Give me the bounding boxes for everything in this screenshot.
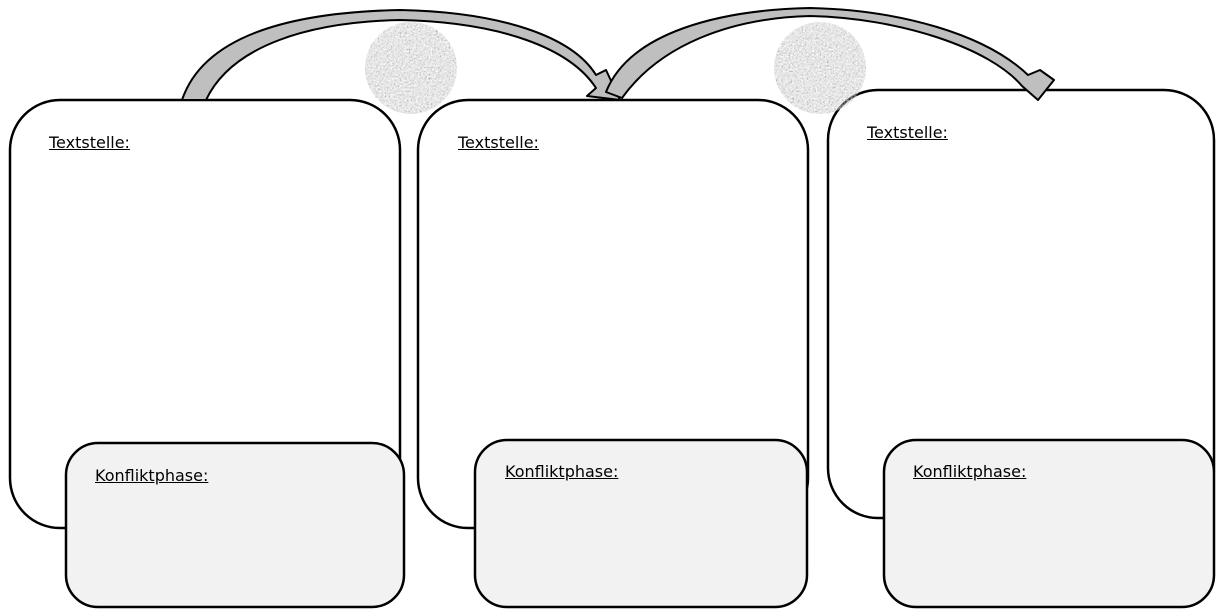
curved-arrow-1-to-2 bbox=[181, 9, 621, 101]
text-passage-label-2: Textstelle: bbox=[458, 133, 539, 152]
weed-ball-image-2 bbox=[774, 22, 866, 114]
conflict-phase-label-1: Konfliktphase: bbox=[95, 466, 209, 485]
phase-box-1 bbox=[64, 441, 406, 609]
conflict-phase-label-3: Konfliktphase: bbox=[913, 462, 1027, 481]
phase-box-3 bbox=[882, 438, 1216, 609]
phase-box-2 bbox=[473, 438, 809, 609]
weed-ball-image-1 bbox=[365, 22, 457, 114]
conflict-phase-label-2: Konfliktphase: bbox=[505, 462, 619, 481]
curved-arrow-2-to-3 bbox=[605, 7, 1055, 101]
text-passage-label-1: Textstelle: bbox=[49, 133, 130, 152]
text-passage-label-3: Textstelle: bbox=[867, 123, 948, 142]
